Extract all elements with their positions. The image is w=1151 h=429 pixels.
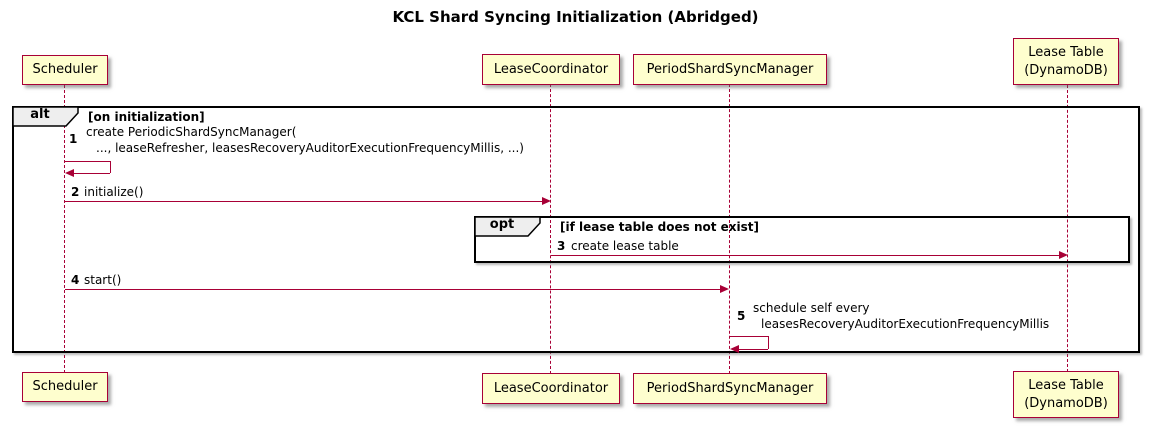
- participant-scheduler-bottom-label: Scheduler: [32, 379, 98, 395]
- message-4-arrowhead-icon: [720, 285, 729, 293]
- participant-lease-coordinator-top: LeaseCoordinator: [482, 54, 620, 85]
- lifeline-lease-coordinator: [550, 84, 551, 374]
- message-3-arrowhead-icon: [1059, 251, 1068, 259]
- message-1-arrowhead-icon: [65, 169, 74, 177]
- message-5-self-arrow-side: [768, 336, 769, 349]
- participant-lease-table-bottom-label-line1: Lease Table: [1028, 377, 1104, 393]
- participant-lease-table-top: Lease Table (DynamoDB): [1013, 38, 1119, 85]
- message-1-self-arrow-bottom: [73, 173, 110, 174]
- participant-period-shard-sync-manager-bottom: PeriodShardSyncManager: [633, 373, 827, 404]
- alt-frame-label: alt: [12, 106, 80, 127]
- message-3-text: create lease table: [571, 239, 679, 253]
- message-2-line: [65, 201, 542, 202]
- participant-lease-table-top-label-line1: Lease Table: [1028, 44, 1104, 60]
- message-5-text-line2: leasesRecoveryAuditorExecutionFrequencyM…: [761, 317, 1050, 331]
- message-1-text-line2: ..., leaseRefresher, leasesRecoveryAudit…: [96, 141, 524, 155]
- lifeline-period-shard-sync-manager: [729, 84, 730, 374]
- participant-lease-coordinator-bottom: LeaseCoordinator: [482, 373, 620, 404]
- alt-frame-guard: [on initialization]: [88, 110, 205, 124]
- message-4-text: start(): [84, 273, 122, 287]
- message-1-text-line1: create PeriodicShardSyncManager(: [86, 125, 297, 139]
- participant-scheduler-top: Scheduler: [22, 55, 108, 85]
- opt-frame-label-shape: [474, 216, 541, 237]
- participant-lease-table-bottom-label-line2: (DynamoDB): [1024, 395, 1108, 411]
- opt-frame-label-text: opt: [489, 217, 515, 232]
- message-2-text: initialize(): [84, 185, 144, 199]
- lifeline-scheduler: [64, 85, 65, 373]
- alt-frame: alt [on initialization]: [12, 106, 1140, 353]
- lifeline-lease-table: [1067, 85, 1068, 372]
- message-1-self-arrow-side: [110, 161, 111, 173]
- participant-scheduler-bottom: Scheduler: [22, 372, 108, 402]
- participant-lease-table-bottom: Lease Table (DynamoDB): [1013, 371, 1119, 418]
- diagram-title: KCL Shard Syncing Initialization (Abridg…: [392, 8, 759, 26]
- message-3-line: [551, 255, 1059, 256]
- message-1-number: 1: [69, 132, 78, 146]
- message-5-text-line1: schedule self every: [753, 301, 870, 315]
- opt-frame-label: opt: [474, 216, 542, 237]
- participant-period-shard-sync-manager-top-label: PeriodShardSyncManager: [646, 61, 814, 77]
- message-2-arrowhead-icon: [542, 197, 551, 205]
- participant-lease-coordinator-bottom-label: LeaseCoordinator: [493, 380, 609, 396]
- alt-frame-label-shape: [12, 106, 79, 127]
- participant-period-shard-sync-manager-bottom-label: PeriodShardSyncManager: [646, 380, 814, 396]
- message-5-arrowhead-icon: [730, 345, 739, 353]
- participant-lease-table-top-label-line2: (DynamoDB): [1024, 62, 1108, 78]
- message-5-self-arrow-bottom: [738, 349, 768, 350]
- message-5-self-arrow-top: [730, 336, 768, 337]
- participant-period-shard-sync-manager-top: PeriodShardSyncManager: [633, 54, 827, 85]
- message-4-line: [65, 289, 720, 290]
- alt-frame-label-text: alt: [30, 107, 50, 122]
- message-3-number: 3: [557, 239, 566, 253]
- opt-frame-guard: [if lease table does not exist]: [560, 220, 760, 234]
- message-5-number: 5: [737, 309, 746, 323]
- opt-frame: opt [if lease table does not exist]: [474, 216, 1130, 263]
- message-4-number: 4: [71, 273, 80, 287]
- message-1-self-arrow-top: [65, 161, 110, 162]
- message-2-number: 2: [71, 185, 80, 199]
- participant-scheduler-top-label: Scheduler: [32, 62, 98, 78]
- participant-lease-coordinator-top-label: LeaseCoordinator: [493, 61, 609, 77]
